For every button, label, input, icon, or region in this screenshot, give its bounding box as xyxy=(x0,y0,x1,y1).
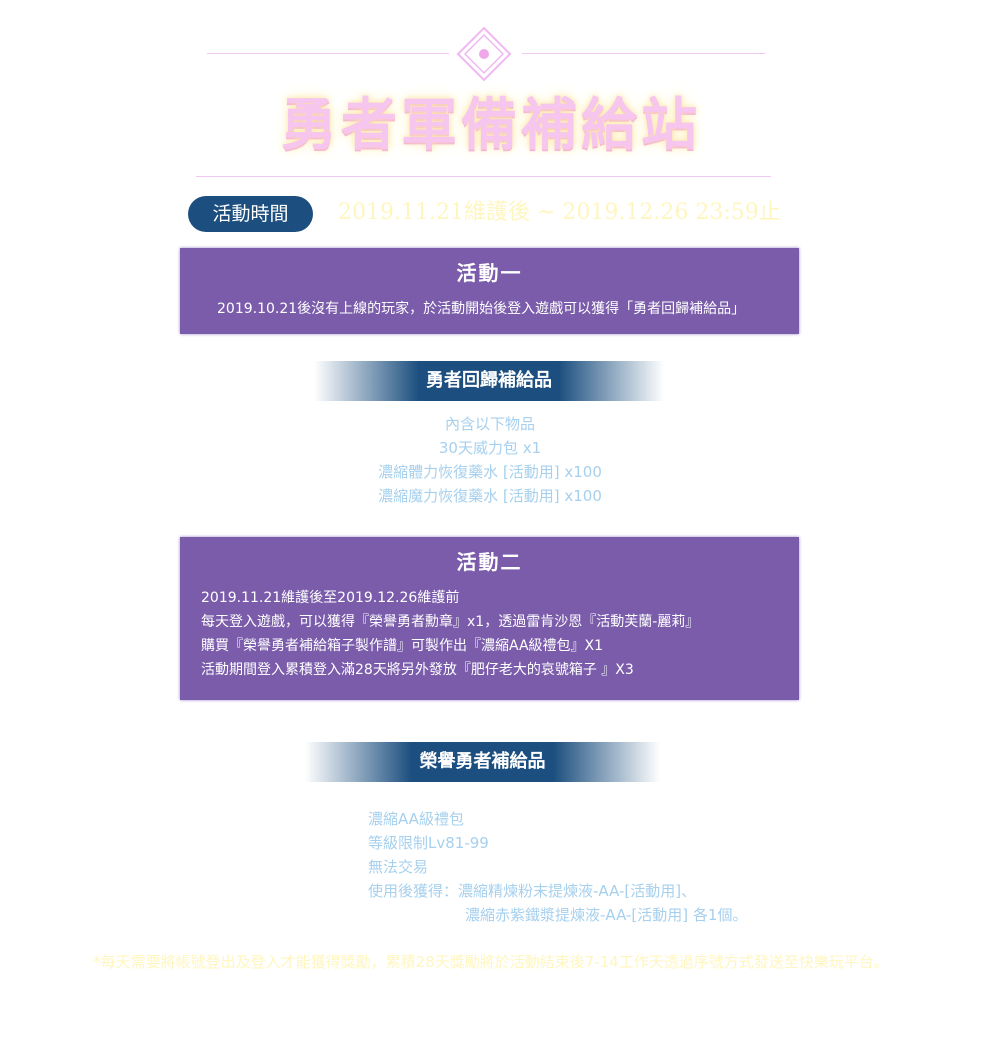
event2-line: 活動期間登入累積登入滿28天將另外發放『肥仔老大的哀號箱子 』X3 xyxy=(201,662,634,678)
page-title: 勇者軍備補給站 xyxy=(281,92,701,158)
list-item: 內含以下物品 xyxy=(444,415,535,433)
event1-panel: 活動一 2019.10.21後沒有上線的玩家，於活動開始後登入遊戲可以獲得「勇者… xyxy=(180,248,799,334)
header-line-left xyxy=(207,53,449,54)
list-item: 使用後獲得：濃縮精煉粉末提煉液-AA-[活動用]、 xyxy=(368,882,697,900)
list-item: 濃縮體力恢復藥水 [活動用] x100 xyxy=(378,463,602,481)
list-item: 等級限制Lv81-99 xyxy=(368,834,489,852)
list-item: 濃縮魔力恢復藥水 [活動用] x100 xyxy=(378,487,602,505)
header-line-right xyxy=(522,53,765,54)
list-item: 無法交易 xyxy=(368,858,429,876)
honor-pack-items: 濃縮AA級禮包 等級限制Lv81-99 無法交易 使用後獲得：濃縮精煉粉末提煉液… xyxy=(368,807,788,927)
event1-title: 活動一 xyxy=(456,261,523,285)
event2-line: 2019.11.21維護後至2019.12.26維護前 xyxy=(201,590,460,606)
event-time-label: 活動時間 xyxy=(188,196,313,232)
diamond-ornament-icon xyxy=(456,26,512,82)
list-item: 濃縮AA級禮包 xyxy=(368,810,464,828)
event2-title: 活動二 xyxy=(456,550,523,574)
title-underline xyxy=(196,176,771,177)
event1-line: 2019.10.21後沒有上線的玩家，於活動開始後登入遊戲可以獲得「勇者回歸補給… xyxy=(217,301,746,317)
honor-pack-ribbon: 榮譽勇者補給品 xyxy=(305,742,660,782)
event2-line: 每天登入遊戲，可以獲得『榮譽勇者勳章』x1，透過雷肯沙恩『活動芙蘭-麗莉』 xyxy=(201,614,700,630)
list-item: 30天威力包 x1 xyxy=(438,439,542,457)
footnote: *每天需要將帳號登出及登入才能獲得獎勵，累積28天獎勵將於活動結束後7-14工作… xyxy=(93,953,889,971)
event-time-value: 2019.11.21維護後 ~ 2019.12.26 23:59止 xyxy=(338,200,781,225)
event2-line: 購買『榮譽勇者補給箱子製作譜』可製作出『濃縮AA級禮包』X1 xyxy=(201,638,604,654)
return-pack-items: 內含以下物品 30天威力包 x1 濃縮體力恢復藥水 [活動用] x100 濃縮魔… xyxy=(290,412,690,508)
event2-lines: 2019.11.21維護後至2019.12.26維護前 每天登入遊戲，可以獲得『… xyxy=(201,586,699,682)
event2-panel: 活動二 2019.11.21維護後至2019.12.26維護前 每天登入遊戲，可… xyxy=(180,537,799,700)
return-pack-ribbon: 勇者回歸補給品 xyxy=(314,361,664,401)
list-item: 濃縮赤紫鐵漿提煉液-AA-[活動用] 各1個。 xyxy=(465,906,748,924)
